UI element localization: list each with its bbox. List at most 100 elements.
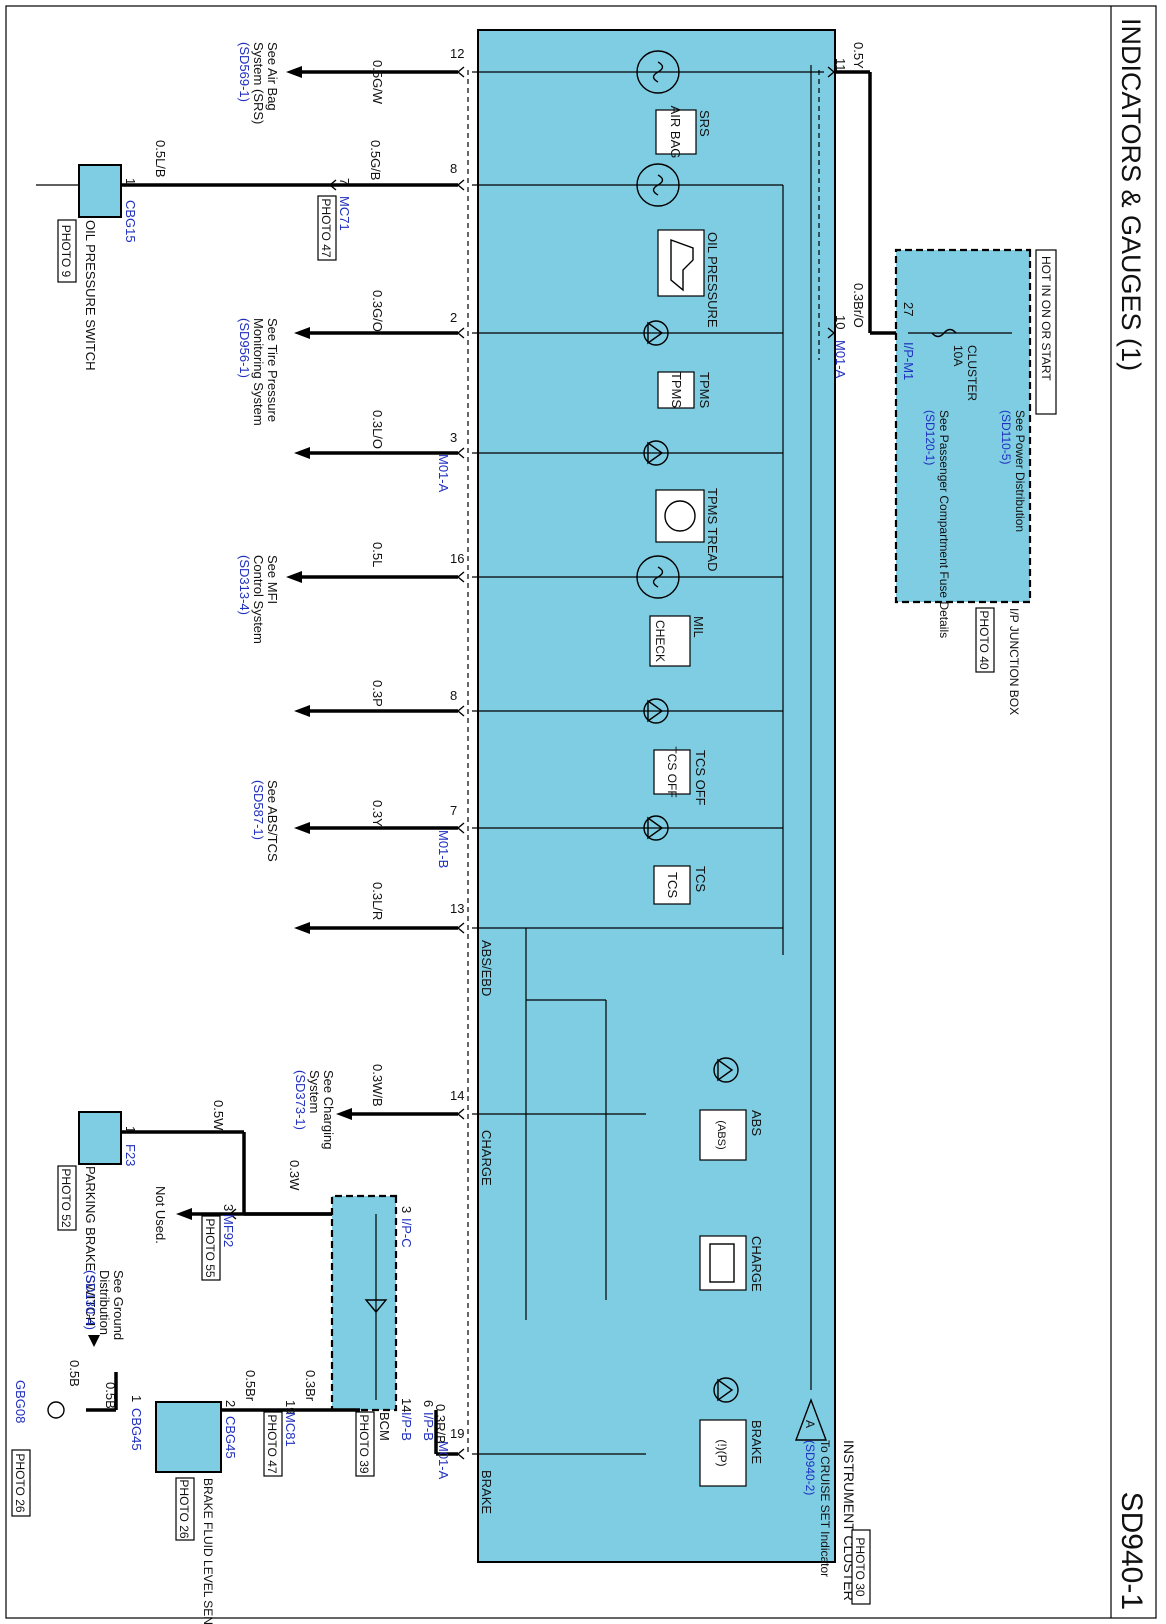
mf92-not-used: Not Used. [153,1186,168,1244]
tcs-led-icon [643,815,669,841]
connector-M01-B-label: M01-B [436,830,451,868]
pin-12-label: 12 [450,46,464,61]
mf92-connector: MF92 [221,1214,236,1247]
tpms-led-icon [643,320,669,346]
oil-switch-photo-box [57,219,77,283]
diagram-title: INDICATORS & GAUGES (1) [1116,18,1146,371]
ground-ref-1: See Ground [111,1270,126,1340]
mf92-pin: 3 [221,1204,236,1211]
oil-switch-body [78,164,122,218]
tcs-off-label: TCS OFF [693,750,708,806]
ground-ref-2: Distribution [97,1270,112,1335]
ground-photo-box [11,1449,31,1517]
mil-lamp-icon [636,555,680,599]
charging-ref-3: (SD373-1) [293,1070,308,1130]
wire-0.5Y-label: 0.5Y [851,42,866,69]
oil-pressure-label: OIL PRESSURE [705,232,720,328]
pin-13-label: 13 [450,901,464,916]
jb-pin-label: 27 [901,302,916,316]
pin-chevron [456,705,465,717]
charging-ref-1: See Charging [321,1070,336,1150]
pin-chevron [456,922,465,934]
brake-sensor-connector-2: CBG45 [129,1408,144,1451]
wire-0.3Br/O-label: 0.3Br/O [851,283,866,328]
arrow-mil [286,571,302,583]
tcs-off-indicator-box [653,749,691,795]
tpms-tread-led-icon [643,440,669,466]
parking-switch-connector: F23 [123,1144,138,1166]
mil-indicator-box [649,615,691,667]
mc71-photo-box [317,195,337,261]
bcm-diode [364,1299,388,1314]
power-ref-label: See Power Distribution [1013,410,1027,532]
connector-M01-A-top-label: M01-A [833,340,848,379]
bcm-pin-c: 3 [399,1206,414,1213]
brake-sensor-name: BRAKE FLUID LEVEL SENSOR [201,1478,215,1624]
tcs-label: TCS [693,866,708,892]
oil-switch-pin: 1 [123,178,138,185]
wire-0.3L/O-label: 0.3L/O [370,410,385,449]
bcm-photo: PHOTO 39 [357,1414,371,1473]
rotated-diagram-canvas: INDICATORS & GAUGES (1) SD940-1 12 0.5G/… [5,5,1157,1624]
hot-label: HOT IN ON OR START [1039,256,1053,381]
pin-3-label: 3 [450,430,457,445]
pin-2-label: 2 [450,310,457,325]
instrument-cluster-box [477,29,836,1563]
oil-switch-name: OIL PRESSURE SWITCH [83,220,98,370]
mc71-connector: MC71 [337,196,352,231]
abs-label: ABS [749,1110,764,1136]
tpms-indicator-text: TPMS [669,372,684,408]
brake-pin-label: BRAKE [479,1470,494,1514]
mc81-connector: MC81 [283,1412,298,1447]
pin-chevron [456,327,465,339]
parking-switch-name: PARKING BRAKE SWITCH [83,1166,98,1326]
pin-8-label: 8 [450,161,457,176]
mc81-wire2-label: 0.5Br [243,1370,258,1402]
pin-chevron [456,822,465,834]
ip-junction-box [894,248,1032,604]
oil-switch-wire: 0.5L/B [153,140,168,178]
airbag-ref-3: (SD569-1) [237,42,252,102]
tpms-tread-icon [664,500,696,532]
jb-photo: PHOTO 40 [977,610,991,669]
oil-lamp-icon [636,163,680,207]
parking-switch-body [78,1111,122,1165]
parking-switch-pin: 1 [123,1126,138,1133]
cruise-flag-letter: A [803,1420,817,1428]
pin-chevron [456,571,465,583]
charge-pin-label: CHARGE [479,1130,494,1186]
ground-photo: PHOTO 26 [13,1453,27,1512]
ground-ref-3: (SD130-4) [83,1270,98,1330]
parking-switch-wire: 0.5W [211,1100,226,1131]
parking-photo-box [57,1165,77,1231]
tcs-off-indicator-text: TCS OFF [665,746,679,797]
abs-indicator-text: (ABS) [715,1120,727,1149]
hot-label-box [1035,249,1057,415]
wire-0.3G/O-label: 0.3G/O [370,290,385,332]
arrow-tpms [294,327,310,339]
arrow-tcsoff [294,705,310,717]
abs-led-icon [713,1057,739,1083]
bcm-box [330,1194,398,1412]
mc71-chevron [328,179,337,191]
srs-indicator-box [655,109,697,155]
pin-10-label: 10 [833,315,848,329]
bcm-name: BCM [377,1412,392,1441]
mfi-ref-3: (SD313-4) [237,555,252,615]
cluster-photo-box [851,1529,871,1605]
srs-indicator-text: AIR BAG [668,106,683,159]
fuse-name: CLUSTER [965,345,979,401]
connector-M01-A-label: M01-A [436,454,451,493]
mil-label: MIL [691,616,706,638]
mfi-ref-1: See MFI [265,555,280,604]
wire-0.3Y-label: 0.3Y [370,800,385,827]
brake-sensor-pin2: 2 [223,1400,238,1407]
pin-chevron-top [827,66,836,78]
jb-photo-box [975,607,995,673]
pin-chevron [456,179,465,191]
oil-indicator-box [657,229,705,297]
cluster-photo: PHOTO 30 [853,1537,867,1596]
wire-0.5G/B-label: 0.5G/B [368,140,383,180]
parking-photo: PHOTO 52 [59,1168,73,1227]
